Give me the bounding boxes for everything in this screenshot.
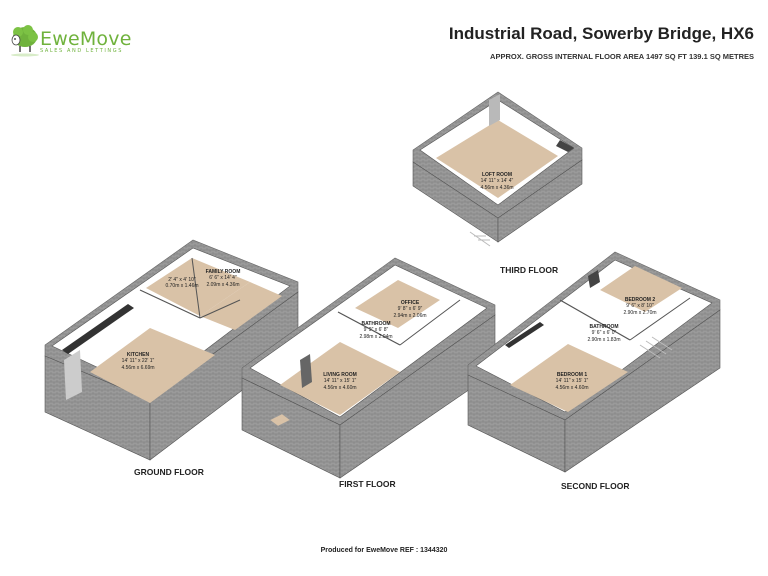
footer-credit: Produced for EweMove REF : 1344320 [320,547,448,554]
room-name: LIVING ROOM [323,372,357,378]
floor-area: APPROX. GROSS INTERNAL FLOOR AREA 1497 S… [490,52,754,61]
room-label-kitchen: KITCHEN 14' 11" x 22' 1" 4.56m x 6.69m [121,352,154,371]
room-name: LOFT ROOM [481,172,512,178]
room-imperial: 9' 6" x 6' 0" [591,330,617,337]
room-metric: 4.56m x 4.36m [480,184,514,191]
third-floor-plan [412,91,583,247]
room-name: FAMILY ROOM [205,269,241,275]
room-imperial: 14' 11" x 14' 4" [480,178,514,185]
brand-tagline: SALES AND LETTINGS [40,48,124,54]
room-label-store: 2' 4" x 4' 10" 0.70m x 1.46m [165,277,198,290]
room-imperial: 14' 11" x 15' 1" [323,378,357,385]
ewemove-logo [11,25,39,57]
room-metric: 2.90m x 1.83m [587,336,621,343]
room-imperial: 6' 6" x 14' 4" [209,275,237,282]
room-metric: 0.70m x 1.46m [165,283,199,290]
room-imperial: 9' 9" x 6' 8" [363,327,389,334]
room-name: OFFICE [400,300,420,306]
room-label-bedroom-2: BEDROOM 2 9' 6" x 8' 10" 2.90m x 2.70m [623,297,656,316]
room-metric: 2.98m x 2.04m [359,333,393,340]
room-metric: 4.56m x 6.69m [121,364,155,371]
room-imperial: 14' 11" x 15' 1" [555,378,589,385]
third-floor-label: THIRD FLOOR [500,265,559,275]
room-name: BEDROOM 2 [624,297,656,303]
second-floor-label: SECOND FLOOR [561,481,630,491]
brand-name: EweMove [40,28,132,50]
ground-floor-label: GROUND FLOOR [134,467,204,477]
room-imperial: 2' 4" x 4' 10" [168,277,196,283]
room-label-first-bathroom: BATHROOM 9' 9" x 6' 8" 2.98m x 2.04m [359,321,392,340]
room-metric: 4.56m x 4.60m [323,384,357,391]
sheep-icon [11,25,39,57]
property-title: Industrial Road, Sowerby Bridge, HX6 [448,24,754,43]
room-metric: 4.56m x 4.60m [555,384,589,391]
room-name: BEDROOM 1 [556,372,588,378]
room-label-living-room: LIVING ROOM 14' 11" x 15' 1" 4.56m x 4.6… [323,372,357,391]
room-label-family-room: FAMILY ROOM 6' 6" x 14' 4" 2.09m x 4.36m [206,269,241,288]
room-name: KITCHEN [126,352,150,358]
room-metric: 2.09m x 4.36m [206,281,240,288]
room-imperial: 14' 11" x 22' 1" [121,358,155,365]
room-name: BATHROOM [361,321,391,327]
room-label-loft-room: LOFT ROOM 14' 11" x 14' 4" 4.56m x 4.36m [480,172,513,191]
second-floor-plan [467,251,721,473]
room-metric: 2.94m x 2.06m [393,312,427,319]
room-label-bedroom-1: BEDROOM 1 14' 11" x 15' 1" 4.56m x 4.60m [555,372,588,391]
room-metric: 2.90m x 2.70m [623,309,657,316]
room-name: BATHROOM [589,324,619,330]
room-label-second-bathroom: BATHROOM 9' 6" x 6' 0" 2.90m x 1.83m [587,324,620,343]
ground-floor-plan [44,239,299,461]
room-label-office: OFFICE 9' 8" x 6' 9" 2.94m x 2.06m [393,300,426,319]
room-imperial: 9' 8" x 6' 9" [397,306,423,313]
first-floor-plan [241,257,496,479]
first-floor-label: FIRST FLOOR [339,479,396,489]
room-imperial: 9' 6" x 8' 10" [626,303,654,310]
